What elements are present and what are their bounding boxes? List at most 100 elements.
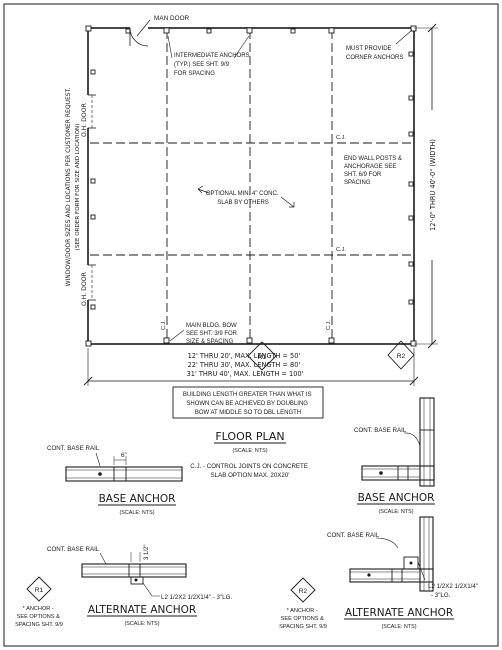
alt-angle-label: L2 1/2X2 1/2X1/4" - 3"LG. <box>161 594 232 601</box>
anchor-posts <box>85 25 417 347</box>
alt-anchor-scale: (SCALE: NTS) <box>381 624 416 630</box>
oh-door-bottom <box>86 264 96 301</box>
svg-text:MUST PROVIDE CORNER AN: MUST PROVIDE CORNER ANCHORS <box>346 46 403 61</box>
alt-anchor-dim: 3 1/2" <box>144 545 150 560</box>
main-bow-line: MAIN BLDG. BOW <box>186 323 237 329</box>
anchor-post <box>328 27 335 34</box>
end-wall-line: END WALL POSTS & <box>344 156 402 162</box>
alt-note-line: SEE OPTIONS & <box>17 614 60 620</box>
man-door-label: MAN DOOR <box>154 15 190 22</box>
anchor-post <box>163 27 170 34</box>
alt-note-line: * ANCHOR - <box>23 606 54 612</box>
length-dimension: 12' THRU 20', MAX. LENGTH = 50' 22' THRU… <box>83 348 419 386</box>
alternate-anchor-left-detail: CONT. BASE RAIL 3 1/2" L2 1/2X2 1/2X1/4"… <box>15 545 232 628</box>
svg-text:END WALL POSTS & ANCHO: END WALL POSTS & ANCHORAGE SEE SHT. 6/9 … <box>344 156 404 186</box>
slab-note-line: SLAB BY OTHERS <box>217 200 269 206</box>
anchor-post <box>408 181 414 187</box>
svg-text:12' THRU 20', MAX. LENGTH = 50: 12' THRU 20', MAX. LENGTH = 50' 22' THRU… <box>187 352 304 378</box>
window-door-side-note: WINDOW/DOOR SIZES AND LOCATIONS PER CUST… <box>65 87 81 286</box>
r1-marker: R1 <box>247 341 277 371</box>
base-anchor-title: BASE ANCHOR <box>358 492 435 504</box>
cj-label-vertical: C.J. <box>161 320 167 330</box>
svg-text:OPTIONAL MIN. 4" CONC.: OPTIONAL MIN. 4" CONC. SLAB BY OTHERS <box>206 191 280 206</box>
end-wall-line: SHT. 6/9 FOR <box>344 172 382 178</box>
width-dimension-label: 12'-0" THRU 40'-0" (WIDTH) <box>429 139 437 231</box>
sheet-border <box>3 3 499 647</box>
cj-label-vertical: C.J. <box>326 320 332 330</box>
svg-text:L2 1/2X2 1/2X1/4" - 3"LG: L2 1/2X2 1/2X1/4" - 3"LG. <box>428 583 480 599</box>
alt-badge-r1: R1 <box>35 587 44 594</box>
alt-note-line: SPACING SHT. 9/9 <box>279 624 327 630</box>
anchor-post <box>408 51 414 57</box>
svg-text:C.J. - CONTROL JOINTS ON CONCR: C.J. - CONTROL JOINTS ON CONCRETE SLAB O… <box>190 463 309 479</box>
alt-anchor-title: ALTERNATE ANCHOR <box>345 607 453 619</box>
alt-rail-label: CONT. BASE RAIL <box>47 546 100 553</box>
intermediate-anchors-note: INTERMEDIATE ANCHORS (TYP.) SEE SHT. 9/9… <box>167 35 251 77</box>
base-anchor-title: BASE ANCHOR <box>99 493 176 505</box>
anchor-post <box>246 27 253 34</box>
svg-text:BUILDING LENGTH GREATER THAN W: BUILDING LENGTH GREATER THAN WHAT IS SHO… <box>183 392 313 416</box>
slab-note-line: OPTIONAL MIN. 4" CONC. <box>206 191 279 197</box>
r2-marker: R2 <box>387 340 415 370</box>
anchor-post <box>328 337 335 344</box>
building-length-line: BUILDING LENGTH GREATER THAN WHAT IS <box>183 392 312 398</box>
anchor-post <box>90 214 96 220</box>
end-wall-posts-note: END WALL POSTS & ANCHORAGE SEE SHT. 6/9 … <box>344 156 404 186</box>
intermediate-anchors-line: FOR SPACING <box>174 71 215 77</box>
svg-text:* ANCHOR - SEE OPTIONS &: * ANCHOR - SEE OPTIONS & SPACING SHT. 9/… <box>279 608 327 630</box>
anchor-post <box>408 261 414 267</box>
floor-plan-title-block: FLOOR PLAN (SCALE: NTS) C.J. - CONTROL J… <box>190 430 309 479</box>
alt-anchor-title: ALTERNATE ANCHOR <box>88 604 196 616</box>
base-anchor-right-detail: CONT. BASE RAIL BASE ANCHOR (SCALE: NTS) <box>354 397 435 515</box>
svg-text:INTERMEDIATE ANCHORS (: INTERMEDIATE ANCHORS (TYP.) SEE SHT. 9/9… <box>174 53 251 77</box>
anchor-post <box>408 131 414 137</box>
cj-note-line: C.J. - CONTROL JOINTS ON CONCRETE <box>190 463 308 470</box>
floor-plan-title: FLOOR PLAN <box>215 430 284 443</box>
base-anchor-left-detail: CONT. BASE RAIL 6" BASE ANCHOR (SCALE: N… <box>47 445 183 516</box>
anchor-post <box>408 95 414 101</box>
anchor-post <box>125 28 131 34</box>
oh-door-top <box>86 94 96 129</box>
svg-text:MAIN BLDG. BOW SEE SHT: MAIN BLDG. BOW SEE SHT. 3/9 FOR SIZE & S… <box>186 323 239 345</box>
alt-rail-label: CONT. BASE RAIL <box>327 532 380 539</box>
anchor-post <box>410 340 417 347</box>
anchor-post <box>408 215 414 221</box>
alt-note-line: * ANCHOR - <box>287 608 318 614</box>
cj-label: C.J. <box>336 247 346 253</box>
length-dim-line: 31' THRU 40', MAX. LENGTH = 100' <box>187 370 304 378</box>
anchor-post <box>90 69 96 75</box>
base-anchor-dim: 6" <box>121 452 127 459</box>
cj-label: C.J. <box>336 135 346 141</box>
end-wall-line: ANCHORAGE SEE <box>344 164 396 170</box>
building-length-line: BOW AT MIDDLE SO TO DBL LENGTH <box>195 410 301 416</box>
base-rail-label: CONT. BASE RAIL <box>354 427 407 434</box>
main-bow-line: SIZE & SPACING <box>186 339 234 345</box>
cj-note-line: SLAB OPTION MAX. 20X20' <box>211 472 290 479</box>
alt-badge-r2: R2 <box>299 588 308 595</box>
anchor-post <box>206 28 212 34</box>
intermediate-anchors-line: INTERMEDIATE ANCHORS <box>174 53 250 59</box>
alt-angle-label: L2 1/2X2 1/2X1/4" <box>428 583 478 590</box>
anchor-post <box>85 340 92 347</box>
floor-plan: MAN DOOR O.H. DOOR O.H. DOOR INTERMEDIAT… <box>65 15 438 419</box>
svg-text:* ANCHOR - SEE OPTIONS &: * ANCHOR - SEE OPTIONS & SPACING SHT. 9/… <box>15 606 63 628</box>
building-outline <box>87 27 415 345</box>
length-dim-line: 12' THRU 20', MAX. LENGTH = 50' <box>188 352 301 360</box>
side-note-line: (SEE ORDER FORM FOR SIZE AND LOCATION) <box>75 124 81 251</box>
corner-anchors-line: CORNER ANCHORS <box>346 55 403 61</box>
corner-anchors-note: MUST PROVIDE CORNER ANCHORS <box>346 29 413 61</box>
anchor-post <box>90 304 96 310</box>
corner-anchors-line: MUST PROVIDE <box>346 46 392 52</box>
anchor-post <box>85 25 92 32</box>
main-bow-line: SEE SHT. 3/9 FOR <box>186 331 238 337</box>
width-dimension: 12'-0" THRU 40'-0" (WIDTH) <box>414 23 438 349</box>
floor-plan-scale: (SCALE: NTS) <box>232 448 267 454</box>
slab-note: OPTIONAL MIN. 4" CONC. SLAB BY OTHERS <box>197 185 295 208</box>
intermediate-anchors-line: (TYP.) SEE SHT. 9/9 <box>174 62 230 68</box>
anchor-post <box>408 299 414 305</box>
anchor-post <box>90 178 96 184</box>
alt-anchor-scale: (SCALE: NTS) <box>124 621 159 627</box>
end-wall-line: SPACING <box>344 180 371 186</box>
